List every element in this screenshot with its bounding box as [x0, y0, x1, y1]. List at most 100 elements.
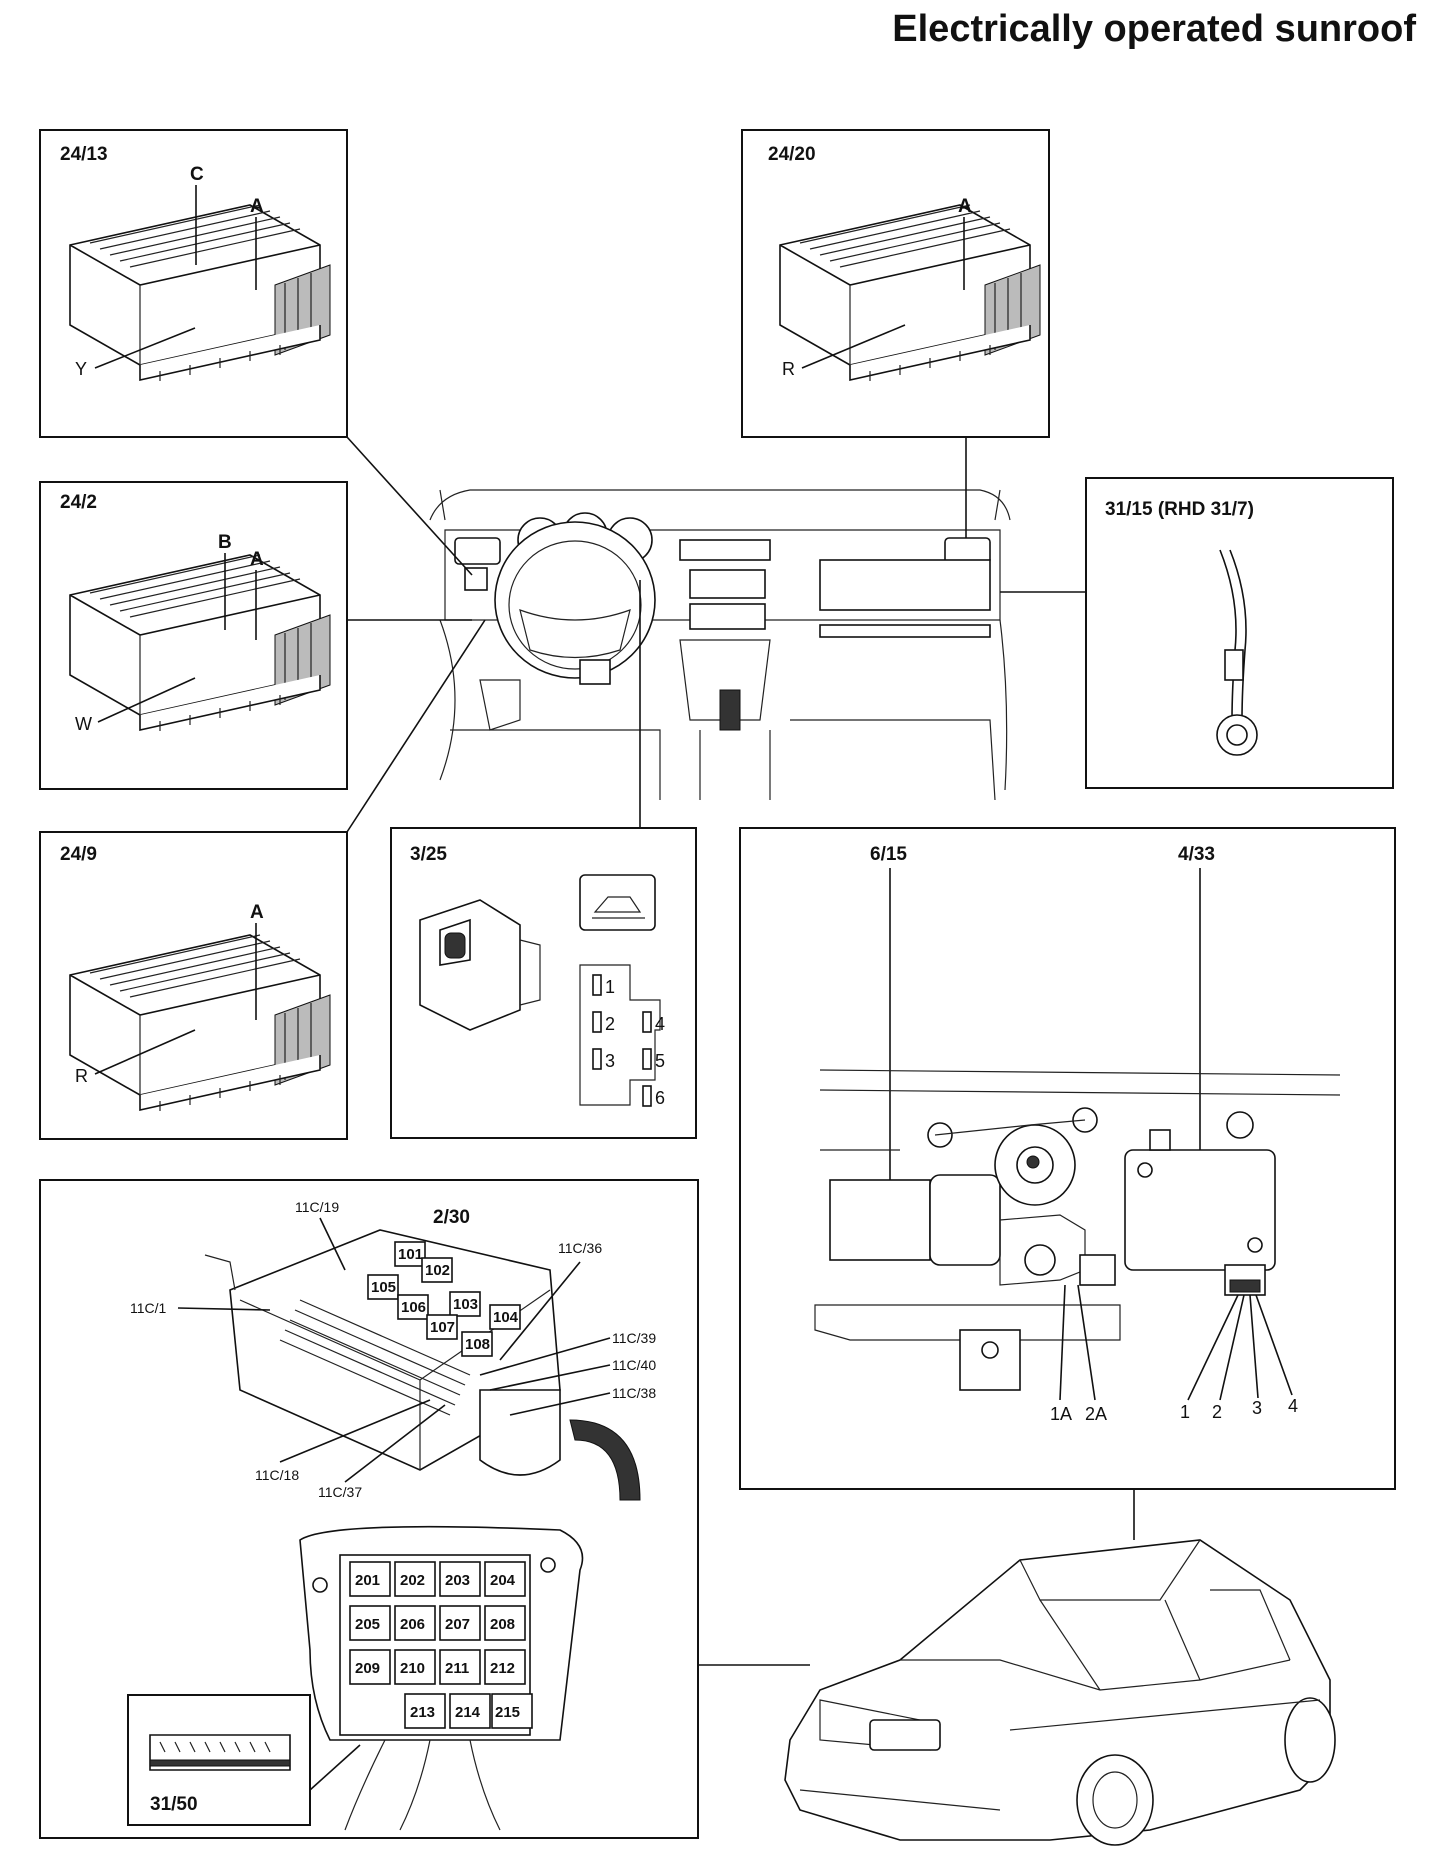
panel-sunroof-motor: 6/15 4/33 [739, 827, 1396, 1490]
connector-block-icon [779, 204, 1041, 382]
panel-24-20: 24/20 A R [741, 129, 1050, 438]
svg-text:203: 203 [445, 1572, 470, 1589]
svg-text:208: 208 [490, 1616, 515, 1633]
svg-text:212: 212 [490, 1660, 515, 1677]
svg-text:102: 102 [425, 1262, 450, 1279]
connector-block-icon [69, 204, 331, 382]
panel-24-9: 24/9 A R [39, 831, 348, 1140]
svg-text:213: 213 [410, 1704, 435, 1721]
callout-a: A [958, 196, 972, 217]
connector-31-50-inset: 31/50 [127, 1694, 361, 1826]
motor-id-4-33: 4/33 [1178, 844, 1215, 865]
svg-text:107: 107 [430, 1319, 455, 1336]
connector-block-icon [69, 554, 331, 732]
callout-a: A [250, 196, 264, 217]
svg-text:214: 214 [455, 1704, 481, 1721]
svg-text:105: 105 [371, 1279, 396, 1296]
svg-text:210: 210 [400, 1660, 425, 1677]
control-module-icon [1124, 1111, 1276, 1296]
svg-text:4: 4 [1288, 1396, 1298, 1416]
sunroof-motor-icon [814, 1107, 1121, 1391]
panel-24-13-id: 24/13 [60, 144, 108, 165]
callout-b: B [218, 532, 232, 553]
panel-31-15-frame [1085, 477, 1394, 789]
relay-labels: 101 102 103 104 105 106 107 108 [367, 1241, 521, 1357]
panel-24-13: 24/13 C A Y [39, 129, 348, 438]
fuse-labels: 201 202 203 204 205 206 207 208 209 210 … [349, 1561, 533, 1729]
svg-text:215: 215 [495, 1704, 520, 1721]
svg-text:2: 2 [605, 1014, 615, 1034]
callout-y: Y [75, 359, 87, 379]
svg-text:11C/1: 11C/1 [130, 1300, 167, 1316]
motor-terminal-labels: 1A 2A 1 2 3 4 [1050, 1284, 1298, 1424]
callout-c: C [190, 164, 204, 185]
leader-lines [346, 436, 1135, 1666]
svg-text:1: 1 [1180, 1402, 1190, 1422]
panel-3-25: 3/25 1 2 3 4 5 6 [390, 827, 697, 1139]
panel-31-15-id: 31/15 (RHD 31/7) [1105, 499, 1254, 520]
callout-r: R [75, 1066, 88, 1086]
svg-text:4: 4 [655, 1014, 665, 1034]
svg-text:11C/39: 11C/39 [612, 1330, 656, 1346]
panel-motor-frame [739, 827, 1396, 1490]
svg-text:101: 101 [398, 1246, 423, 1263]
switch-pin-labels: 1 2 3 4 5 6 [592, 974, 665, 1108]
panel-24-2-id: 24/2 [60, 492, 97, 513]
svg-text:5: 5 [655, 1051, 665, 1071]
svg-text:103: 103 [453, 1296, 478, 1313]
callout-w: W [75, 714, 92, 734]
svg-text:3: 3 [605, 1051, 615, 1071]
inset-31-50-frame [127, 1694, 311, 1826]
svg-text:108: 108 [465, 1336, 490, 1353]
svg-text:11C/40: 11C/40 [612, 1357, 656, 1373]
panel-24-13-frame [39, 129, 348, 438]
connector-block-icon [69, 934, 331, 1112]
svg-text:206: 206 [400, 1616, 425, 1633]
panel-24-20-id: 24/20 [768, 144, 816, 165]
central-electrical-unit-icon [204, 1229, 641, 1501]
svg-text:11C/18: 11C/18 [255, 1467, 299, 1483]
svg-text:11C/19: 11C/19 [295, 1199, 339, 1215]
svg-text:207: 207 [445, 1616, 470, 1633]
panel-24-2: 24/2 B A W [39, 481, 348, 790]
page-title: Electrically operated sunroof [892, 8, 1416, 50]
panel-24-20-frame [741, 129, 1050, 438]
svg-text:202: 202 [400, 1572, 425, 1589]
inset-31-50-label: 31/50 [150, 1794, 198, 1815]
panel-3-25-id: 3/25 [410, 844, 447, 865]
panel-3-25-frame [390, 827, 697, 1139]
svg-text:201: 201 [355, 1572, 380, 1589]
fusebox-id: 2/30 [433, 1207, 470, 1228]
panel-24-2-frame [39, 481, 348, 790]
sedan-car-icon [784, 1539, 1336, 1846]
motor-id-6-15: 6/15 [870, 844, 907, 865]
panel-31-15: 31/15 (RHD 31/7) [1085, 477, 1394, 789]
svg-text:205: 205 [355, 1616, 380, 1633]
panel-fusebox-2-30: 2/30 101 102 103 104 105 106 [39, 1179, 699, 1839]
svg-text:11C/36: 11C/36 [558, 1240, 602, 1256]
panel-fusebox-frame [39, 1179, 699, 1839]
svg-text:104: 104 [493, 1309, 519, 1326]
callout-a: A [250, 902, 264, 923]
ground-terminal-icon [1216, 549, 1258, 756]
svg-text:211: 211 [445, 1660, 469, 1677]
connector-callouts: 11C/19 11C/36 11C/1 11C/39 11C/40 11C/38… [130, 1199, 656, 1500]
panel-24-9-id: 24/9 [60, 844, 97, 865]
svg-text:3: 3 [1252, 1398, 1262, 1418]
sunroof-switch-icon [419, 899, 541, 1031]
callout-r: R [782, 359, 795, 379]
dashboard-illustration [429, 489, 1011, 801]
svg-text:11C/37: 11C/37 [318, 1484, 362, 1500]
svg-text:1: 1 [605, 977, 615, 997]
svg-text:11C/38: 11C/38 [612, 1385, 656, 1401]
svg-text:209: 209 [355, 1660, 380, 1677]
callout-a: A [250, 549, 264, 570]
svg-text:106: 106 [401, 1299, 426, 1316]
panel-24-9-frame [39, 831, 348, 1140]
svg-text:1A: 1A [1050, 1404, 1072, 1424]
svg-text:6: 6 [655, 1088, 665, 1108]
svg-text:204: 204 [490, 1572, 516, 1589]
sunroof-symbol-icon [579, 874, 656, 931]
svg-text:2: 2 [1212, 1402, 1222, 1422]
